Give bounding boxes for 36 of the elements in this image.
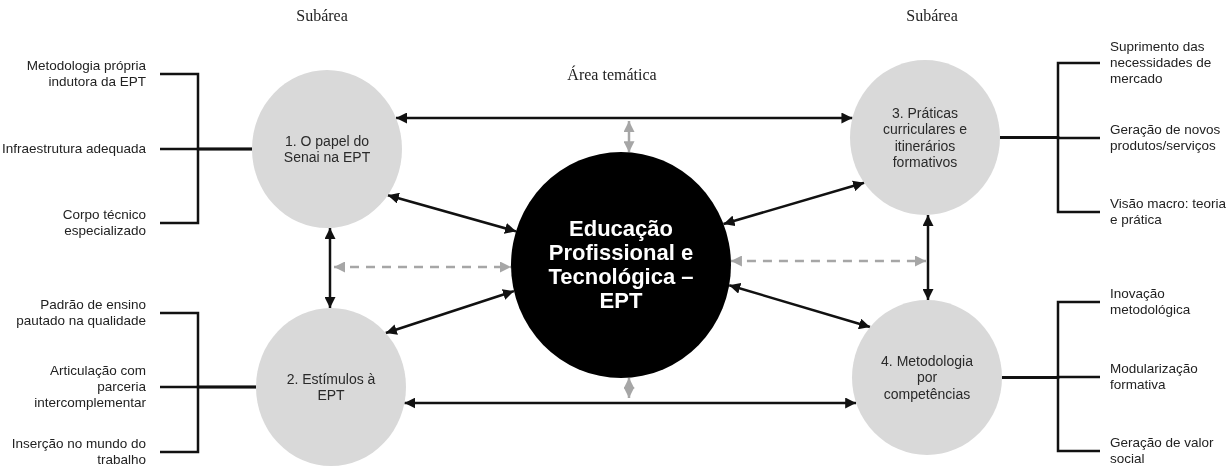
subtopic-text: Geração de novos produtos/serviços <box>1100 121 1231 155</box>
arrow <box>922 214 934 300</box>
subtopic-text: Metodologia própria indutora da EPT <box>0 57 160 91</box>
topic-circle: 2. Estímulos à EPT <box>256 308 406 466</box>
subtopic-text: Corpo técnico especializado <box>0 206 160 240</box>
dashed-arrow <box>334 261 511 273</box>
bracket-line <box>1000 136 1100 214</box>
subtopic-text: Padrão de ensino pautado na qualidade <box>0 296 160 330</box>
bracket-line <box>160 147 252 225</box>
topic-circle: 1. O papel do Senai na EPT <box>252 70 402 228</box>
column-heading: Subárea <box>906 7 958 25</box>
center-heading: Área temática <box>567 66 657 84</box>
topic-circle: 4. Metodologia por competências <box>852 300 1002 455</box>
subtopic-text: Infraestrutura adequada <box>0 140 160 158</box>
dashed-arrow <box>730 255 926 267</box>
subtopic-text: Suprimento das necessidades de mercado <box>1100 38 1231 88</box>
subtopic-text: Inovação metodológica <box>1100 285 1231 319</box>
arrow <box>723 180 865 227</box>
subtopic-text: Visão macro: teoria e prática <box>1100 195 1231 229</box>
arrow <box>387 192 517 234</box>
arrow <box>404 397 857 409</box>
bracket-line <box>160 385 256 454</box>
arrow <box>623 377 635 398</box>
subtopic-text: Geração de valor social <box>1100 434 1231 468</box>
main-topic-circle: Educação Profissional e Tecnológica – EPT <box>511 152 731 378</box>
subtopic-text: Inserção no mundo do trabalho <box>0 435 160 469</box>
bracket-line <box>1002 376 1100 453</box>
arrow <box>623 121 635 153</box>
arrow <box>324 227 336 308</box>
column-heading: Subárea <box>296 7 348 25</box>
arrow <box>396 112 853 124</box>
arrow <box>385 289 515 335</box>
topic-circle: 3. Práticas curriculares e itinerários formativos <box>850 60 1000 215</box>
arrow <box>728 283 871 330</box>
subtopic-text: Articulação com parceria intercomplementar <box>0 362 160 412</box>
subtopic-text: Modularização formativa <box>1100 360 1231 394</box>
